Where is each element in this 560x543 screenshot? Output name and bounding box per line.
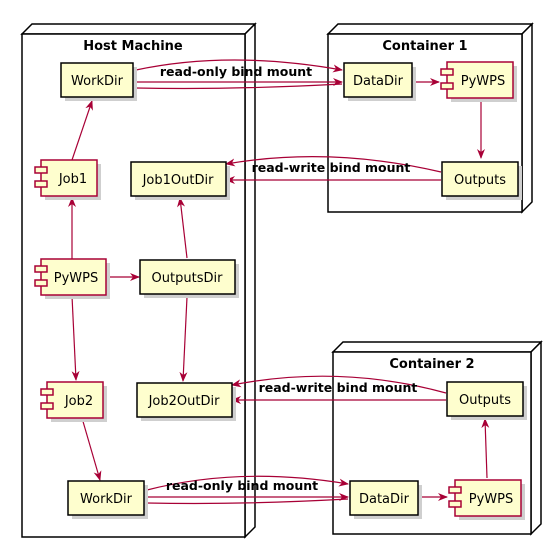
host-job1-label: Job1 [58, 172, 87, 187]
container-1-title: Container 1 [382, 39, 467, 54]
container-2-title: Container 2 [389, 357, 474, 372]
edge-workdir2-to-c2-datadir [146, 475, 349, 491]
c2-outputs-box: Outputs [446, 381, 527, 420]
edge-c1-outputs-to-job1outdir [225, 156, 442, 173]
edge-outputsdir-to-job1outdir [177, 197, 188, 259]
edge-label-ro-mount-1: read-only bind mount [160, 64, 312, 79]
host-workdir2-label: WorkDir [80, 492, 133, 507]
edge-job1-to-workdir1 [71, 100, 93, 161]
host-job2-component: Job2 [40, 381, 107, 422]
edge-label-ro-mount-2: read-only bind mount [166, 478, 318, 493]
edge-label-rw-mount-2: read-write bind mount [259, 380, 418, 395]
edge-label-rw-mount-1: read-write bind mount [252, 160, 411, 175]
host-machine-title: Host Machine [83, 39, 183, 54]
edge-outputsdir-to-job2outdir [179, 296, 188, 382]
host-job1outdir-label: Job1OutDir [142, 173, 215, 188]
edge-pywps-to-job2 [71, 295, 80, 381]
host-pywps-component: PyWPS [34, 258, 110, 299]
c2-pywps-label: PyWPS [469, 492, 513, 507]
host-workdir2-box: WorkDir [67, 480, 148, 519]
edge-c2-outputs-to-job2outdir [231, 375, 447, 394]
edge-workdir1-to-c1-datadir [135, 59, 343, 73]
host-pywps-label: PyWPS [54, 271, 98, 286]
c1-datadir-box: DataDir [343, 62, 416, 101]
c1-pywps-component: PyWPS [440, 61, 517, 102]
host-outputsdir-box: OutputsDir [139, 259, 239, 298]
host-job2outdir-box: Job2OutDir [136, 382, 236, 421]
edge-job2-to-workdir2 [81, 417, 102, 481]
host-job2outdir-label: Job2OutDir [148, 394, 221, 409]
c1-datadir-label: DataDir [353, 74, 404, 89]
c1-outputs-label: Outputs [454, 173, 506, 188]
edge-c2-pywps-to-outputs [481, 418, 490, 479]
host-workdir-label: WorkDir [71, 74, 124, 89]
edges: read-only bind mount read-write bind mou… [68, 59, 490, 505]
host-workdir-box: WorkDir [60, 62, 137, 101]
c1-pywps-label: PyWPS [461, 74, 505, 89]
host-outputsdir-label: OutputsDir [152, 271, 224, 286]
edge-workdir1-to-c1-datadir-c [135, 83, 343, 90]
host-job2-label: Job2 [64, 394, 93, 409]
host-job1-component: Job1 [34, 159, 101, 200]
host-job1outdir-box: Job1OutDir [130, 161, 230, 200]
c1-outputs-box: Outputs [441, 161, 522, 200]
c2-datadir-label: DataDir [359, 492, 410, 507]
c2-datadir-box: DataDir [349, 480, 422, 519]
c2-outputs-label: Outputs [459, 393, 511, 408]
c2-pywps-component: PyWPS [448, 479, 525, 520]
edge-workdir2-to-c2-datadir-c [146, 498, 349, 505]
